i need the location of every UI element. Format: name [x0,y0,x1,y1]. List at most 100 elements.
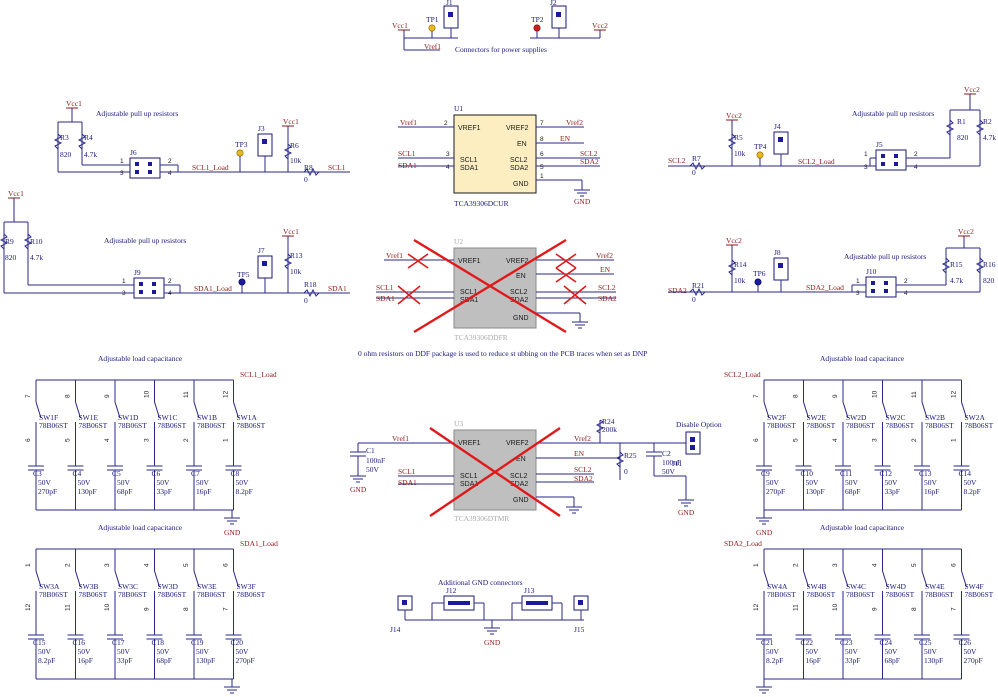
u2-en-net: EN [600,265,611,274]
gnd-conn-gnd-label: GND [484,638,501,647]
u1-pin-vref1: VREF1 [458,125,481,132]
power-connectors-caption: Connectors for power supplies [455,45,547,54]
svg-text:6: 6 [753,438,760,442]
switch-part: 78B06ST [965,590,994,599]
r1-ref: R1 [957,117,966,126]
svg-text:4: 4 [904,290,908,297]
u1-part: TCA39306DCUR [454,199,509,208]
svg-text:3: 3 [104,563,111,567]
svg-text:8: 8 [540,136,544,143]
r16-ref: R16 [983,260,996,269]
cap-voltage: 50V [924,478,938,487]
svg-text:3: 3 [872,438,879,442]
j13-label: J13 [524,586,535,595]
r14-val: 10k [734,276,746,285]
switch-sw1e: SW1E [79,413,99,422]
cap-c13: C13 [919,469,932,478]
j8-label: J8 [774,248,781,257]
j5-label: J5 [876,140,883,149]
c2-volt: 50V [662,467,676,476]
cap-c3: C3 [33,469,42,478]
pullup-tl-vcc1: Vcc1 [66,99,82,108]
scl2-load-net-tr: SCL2_Load [798,157,835,166]
u3-pin-sda1: SDA1 [460,481,478,488]
u2-pin-scl2: SCL2 [510,289,528,296]
r6-vcc1: Vcc1 [283,117,299,126]
r25-ref: R25 [624,451,637,460]
cap-c9: C9 [761,469,770,478]
switch-sw2d: SW2D [846,413,867,422]
sda2-load-net-mr: SDA2_Load [806,283,844,292]
loadcap-br-caption: Adjustable load capacitance [820,523,905,532]
r13-ref: R13 [290,251,303,260]
u3-scl1-net: SCL1 [398,467,416,476]
j7-connector [257,255,273,279]
svg-text:6: 6 [951,563,958,567]
switch-sw2e: SW2E [807,413,827,422]
u1-scl1-net: SCL1 [398,149,416,158]
r3-ref: R3 [60,133,69,142]
u1-pin-scl2: SCL2 [510,157,528,164]
cap-value: 130pF [806,487,825,496]
power-connectors: Vcc1 Vref1 TP1 J1 Connectors for power s… [392,0,608,54]
loadcap-bl-caption: Adjustable load capacitance [98,523,183,532]
u1-scl2-net: SCL2 [580,149,598,158]
switch-sw2f: SW2F [767,413,786,422]
r4-val: 4.7k [84,150,97,159]
svg-text:2: 2 [904,278,908,285]
u3-vref1-net: Vref1 [392,434,409,443]
svg-text:1: 1 [753,563,760,567]
svg-text:10: 10 [832,603,839,611]
tp3-testpoint [236,149,244,157]
tp1-testpoint [428,24,436,32]
cap-voltage: 50V [964,478,978,487]
switch-part: 78B06ST [79,590,108,599]
svg-text:1: 1 [25,563,32,567]
scl2-load-net-bank: SCL2_Load [724,370,761,379]
u3-pin-gnd: GND [513,497,529,504]
cap-c17: C17 [112,638,125,647]
svg-text:4: 4 [104,438,111,442]
svg-text:6: 6 [540,151,544,158]
r9-ref: R9 [5,237,14,246]
svg-text:12: 12 [25,603,32,611]
cap-bank-sda1: Adjustable load capacitance SDA1_Load 11… [25,523,278,694]
switch-sw4f: SW4F [965,582,984,591]
r10-ref: R10 [30,237,43,246]
svg-text:7: 7 [223,607,230,611]
switch-part: 78B06ST [925,421,954,430]
switch-part: 78B06ST [39,421,68,430]
u1-ref: U1 [454,104,463,113]
j1-pin-square-icon [448,12,453,17]
svg-text:1: 1 [951,438,958,442]
r21-val: 0 [692,295,696,304]
tp2-testpoint [533,24,541,32]
svg-text:6: 6 [223,563,230,567]
switch-part: 78B06ST [767,421,796,430]
r15-val: 4.7k [950,276,963,285]
switch-part: 78B06ST [118,590,147,599]
c2-ref: C2 [662,449,671,458]
u2-pin-gnd: GND [513,315,529,322]
svg-text:5: 5 [540,164,544,171]
j15-label: J15 [574,625,585,634]
svg-text:5: 5 [793,438,800,442]
r15-ref: R15 [950,260,963,269]
cap-voltage: 50V [117,647,131,656]
j9-label: J9 [134,268,141,277]
svg-text:3: 3 [122,290,126,297]
u3-pin-vref1: VREF1 [458,440,481,447]
cap-value: 130pF [924,656,943,665]
r7-ref: R7 [692,154,701,163]
scl1-net-tl: SCL1 [328,163,346,172]
pullups-top-left: Adjustable pull up resistors Vcc1 R3 820… [53,99,350,184]
tp5-label: TP5 [237,270,250,279]
svg-text:3: 3 [144,438,151,442]
switch-sw3d: SW3D [158,582,179,591]
j11-label: J11 [672,459,682,468]
svg-text:3: 3 [446,151,450,158]
switch-part: 78B06ST [846,590,875,599]
vcc2-net-label: Vcc2 [592,21,608,30]
cap-value: 270pF [766,487,785,496]
u1-pin-scl1: SCL1 [460,157,478,164]
